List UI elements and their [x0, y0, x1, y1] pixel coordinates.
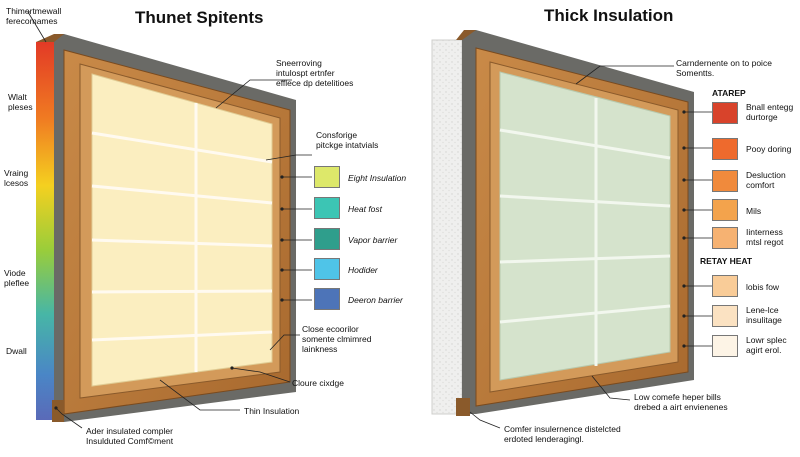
legend-swatch [314, 288, 340, 310]
left-annotation-6: Ader insulated compler Insulduted Comf©m… [86, 426, 174, 446]
left-side-label-2: Vraing lcesos [4, 168, 29, 188]
right-annotation-1: Carndernente on to poice Somentts. [676, 58, 772, 78]
right-annotation-3: Comfer insulernence distelcted erdoted l… [504, 424, 621, 444]
left-title: Thunet Spitents [135, 8, 264, 27]
leader-dots [54, 110, 686, 410]
legend-label: Pooy doring [746, 144, 792, 154]
right-title: Thick Insulation [544, 6, 674, 25]
legend-swatch [712, 227, 738, 249]
right-stucco-side [431, 39, 463, 415]
legend-label: Iinterness mtsl regot [746, 227, 784, 247]
legend-swatch [712, 305, 738, 327]
right-annotation-2: Low comefe heper bills drebed a airt env… [634, 392, 728, 412]
left-top-corner-label: Thimertmewall ferecomames [6, 6, 62, 26]
legend-swatch [712, 199, 738, 221]
legend-swatch [314, 197, 340, 219]
left-annotation-2: Consforige pitckge intatvials [316, 130, 379, 150]
legend-label: Mils [746, 206, 762, 216]
legend-label: Desluction comfort [746, 170, 786, 190]
left-side-label-1: Wlalt pleses [8, 92, 33, 112]
left-annotation-3: Close ecoorilor somente clmimred lainkne… [302, 324, 372, 354]
right-insulation-panel [499, 71, 671, 381]
legend-swatch [712, 138, 738, 160]
left-leader-lines [27, 11, 312, 429]
legend-label: Eight Insulation [348, 173, 407, 183]
right-leader-lines [469, 65, 712, 429]
legend-swatch [712, 275, 738, 297]
left-bottom-post [52, 400, 64, 422]
right-legend-group-2: RETAY HEAT [700, 256, 753, 266]
legend-label: Vapor barrier [348, 235, 398, 245]
legend-label: lobis fow [746, 282, 780, 292]
legend-swatch [314, 258, 340, 280]
legend-swatch [712, 102, 738, 124]
left-panel-seams [91, 103, 273, 372]
legend-label: Heat fost [348, 204, 383, 214]
right-legend-group-1: ATAREP [712, 88, 746, 98]
legend-swatch [712, 335, 738, 357]
legend-label: Lene-lce insulitage [746, 305, 782, 325]
gradient-wall-edge [36, 42, 54, 420]
left-side-label-4: Dwall [6, 346, 27, 356]
legend-swatch [314, 166, 340, 188]
legend-label: Lowr splec agirt erol. [746, 335, 787, 355]
left-insulation-panel [91, 73, 273, 387]
right-panel-seams [499, 98, 671, 366]
legend-label: Deeron barrier [348, 295, 403, 305]
left-side-label-3: Viode pleflee [4, 268, 30, 288]
legend-label: Bnall entegg durtorge [746, 102, 794, 122]
legend-label: Hodider [348, 265, 378, 275]
legend-swatch [314, 228, 340, 250]
left-annotation-1: Sneerroving intulospt ertnfer efflece dp… [276, 58, 354, 88]
left-annotation-5: Thin Insulation [244, 406, 300, 416]
right-bottom-post [456, 398, 470, 416]
left-wall [36, 34, 296, 422]
right-wall [431, 30, 694, 416]
legend-swatch [712, 170, 738, 192]
left-annotation-4: Cloure cixdge [292, 378, 344, 388]
